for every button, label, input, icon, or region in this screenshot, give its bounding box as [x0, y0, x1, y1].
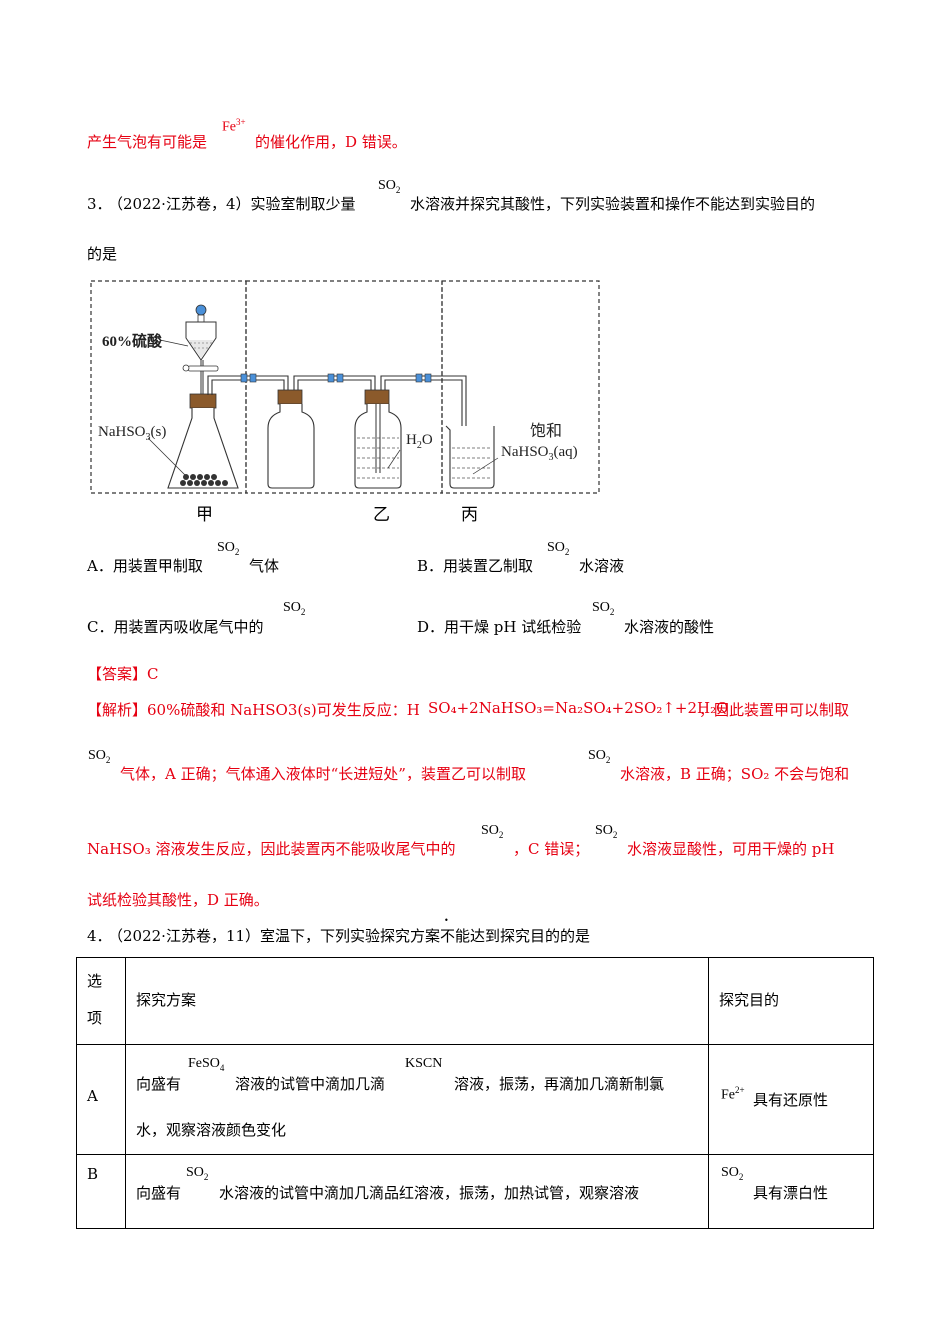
analysis-line3-b: ，C 错误； — [513, 840, 590, 858]
saturated-label: 饱和 — [530, 421, 562, 440]
analysis-line3-c: 水溶液显酸性，可用干燥的 pH — [627, 840, 835, 858]
water-label: H2O — [406, 432, 433, 451]
table-header-row: 选 项 探究方案 探究目的 — [76, 957, 874, 1045]
option-d-after: 水溶液的酸性 — [624, 618, 715, 636]
option-c-formula: SO2 — [283, 600, 306, 617]
apparatus-diagram: 60%硫酸 NaHSO3(s) H2O 饱和 NaHSO3(aq) — [90, 280, 600, 494]
option-d-formula: SO2 — [592, 600, 615, 617]
table-row: B 向盛有 SO2 水溶液的试管中滴加几滴品红溶液，振荡，加热试管，观察溶液 S… — [76, 1154, 874, 1229]
analysis-line1-head: 【解析】60%硫酸和 NaHSO3(s)可发生反应：H — [87, 701, 420, 719]
q3-line2: 的是 — [87, 245, 118, 263]
analysis-line4: 试纸检验其酸性，D 正确。 — [87, 891, 269, 909]
analysis-l3-formula1: SO2 — [481, 823, 504, 840]
analysis-line2-b: 水溶液，B 正确；SO₂ 不会与饱和 — [620, 765, 850, 783]
prev-line-text-after: 的催化作用，D 错误。 — [255, 133, 407, 151]
prev-line-formula: Fe3+ — [222, 117, 246, 135]
caption-yi: 乙 — [373, 505, 390, 525]
row-b-goal: SO2 具有漂白性 — [708, 1154, 874, 1229]
frame-bing — [441, 280, 600, 494]
aq-label: NaHSO3(aq) — [501, 444, 578, 463]
option-a-after: 气体 — [249, 557, 280, 575]
row-a-option: A — [76, 1044, 126, 1155]
row-a-plan: 向盛有 FeSO4 溶液的试管中滴加几滴 KSCN 溶液，振荡，再滴加几滴新制氯… — [125, 1044, 709, 1155]
bottle-water — [354, 389, 402, 489]
option-a-formula: SO2 — [217, 540, 240, 557]
caption-jia: 甲 — [196, 505, 213, 525]
row-b-option: B — [76, 1154, 126, 1229]
option-b-formula: SO2 — [547, 540, 570, 557]
conical-flask — [147, 393, 239, 489]
option-d: D．用干燥 pH 试纸检验 — [417, 618, 582, 636]
option-c: C．用装置丙吸收尾气中的 — [87, 618, 264, 636]
q3-number: 3． — [87, 195, 112, 213]
emphasis-dotted-text: 不能 — [440, 927, 470, 945]
q3-text-after: 水溶液并探究其酸性，下列实验装置和操作不能达到实验目的 — [410, 195, 816, 213]
option-b-after: 水溶液 — [579, 557, 625, 575]
caption-bing: 丙 — [461, 505, 478, 525]
analysis-line1-eq: SO₄+2NaHSO₃=Na₂SO₄+2SO₂↑+2H₂O — [428, 699, 729, 717]
header-plan: 探究方案 — [125, 957, 709, 1045]
analysis-l2-formula2: SO2 — [588, 748, 611, 765]
table-row: A 向盛有 FeSO4 溶液的试管中滴加几滴 KSCN 溶液，振荡，再滴加几滴新… — [76, 1044, 874, 1155]
analysis-l3-formula2: SO2 — [595, 823, 618, 840]
acid-label: 60%硫酸 — [102, 332, 163, 350]
solid-label: NaHSO3(s) — [98, 424, 166, 443]
q4-text: （2022·江苏卷，11）室温下，下列实验探究方案不能达到探究目的的是 — [108, 925, 590, 946]
analysis-l2-formula1: SO2 — [88, 748, 111, 765]
option-b: B．用装置乙制取 — [417, 557, 534, 575]
analysis-line2-a: 气体，A 正确；气体通入液体时“长进短处”，装置乙可以制取 — [120, 765, 526, 783]
header-option: 选 项 — [76, 957, 126, 1045]
analysis-line1-rest: ，因此装置甲可以制取 — [699, 701, 850, 719]
q3-formula: SO2 — [378, 178, 401, 195]
answer: 【答案】C — [87, 665, 159, 683]
prev-line-text: 产生气泡有可能是 — [87, 133, 208, 151]
beaker — [445, 425, 499, 489]
analysis-line3-a: NaHSO₃ 溶液发生反应，因此装置丙不能吸收尾气中的 — [87, 840, 456, 858]
q4-number: 4． — [87, 927, 112, 945]
header-goal: 探究目的 — [708, 957, 874, 1045]
option-a: A．用装置甲制取 — [87, 557, 203, 575]
experiment-table: 选 项 探究方案 探究目的 A 向盛有 FeSO4 溶液的试管中滴加几滴 KSC… — [76, 957, 874, 1229]
row-a-goal: Fe2+ 具有还原性 — [708, 1044, 874, 1155]
row-b-plan: 向盛有 SO2 水溶液的试管中滴加几滴品红溶液，振荡，加热试管，观察溶液 — [125, 1154, 709, 1229]
bottle-empty — [267, 389, 315, 489]
tubing — [207, 375, 467, 458]
q3-source: （2022·江苏卷，4）实验室制取少量 — [108, 195, 356, 213]
